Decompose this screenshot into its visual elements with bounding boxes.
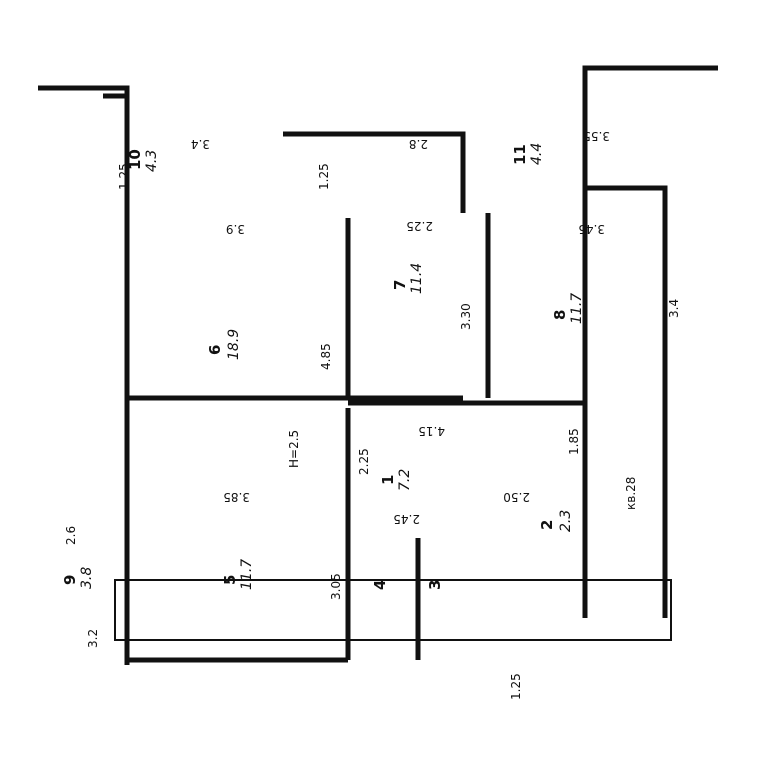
room-1-dim-2: 2.25 (357, 448, 371, 475)
room-7-number: 7 (391, 280, 409, 290)
room-5-area: 11.7 (239, 559, 255, 590)
room-7-dim-3: 2.25 (406, 219, 433, 233)
room-2-area: 2.3 (558, 510, 574, 532)
room-6-area: 18.9 (226, 329, 242, 360)
room-5-dim-2: 3.05 (329, 573, 343, 600)
apartment-number: кв.28 (624, 477, 638, 510)
room-6-dim-1: 3.9 (226, 222, 245, 236)
room-9-dim-2: 3.2 (86, 629, 100, 648)
room-5-number: 5 (221, 575, 239, 585)
room-10-dim-2: 1.25 (117, 163, 131, 190)
room-11-dim: 3.55 (583, 129, 610, 143)
outer-wall-left (38, 85, 130, 468)
room-2-dim: 2.50 (503, 490, 530, 504)
room-7-dim-2: 1.25 (317, 163, 331, 190)
room-11-number: 11 (511, 144, 529, 165)
room-7-dim-1: 2.8 (409, 137, 428, 151)
room-1-area: 7.2 (397, 469, 413, 491)
walls (38, 65, 718, 665)
room-6-dim-2: 4.85 (319, 343, 333, 370)
room-4-dim: 2.45 (393, 512, 420, 526)
room-4-number: 4 (371, 580, 389, 590)
ceiling-height: H=2.5 (287, 430, 301, 468)
room-2-number: 2 (538, 520, 556, 530)
room-1-number: 1 (379, 475, 397, 485)
room-3-number: 3 (426, 580, 444, 590)
room-8-dim-1: 3.45 (578, 222, 605, 236)
room-11-area: 4.4 (529, 143, 545, 165)
room-1-dim-1: 4.15 (418, 424, 445, 438)
room-10-area: 4.3 (144, 150, 160, 172)
outer-wall-lower-right (582, 65, 718, 408)
room-8-dim-2: 3.4 (667, 299, 681, 318)
outer-wall-right (582, 185, 668, 618)
room-6-number: 6 (206, 345, 224, 355)
room-7-dim-4: 3.30 (459, 303, 473, 330)
room-10-number: 10 (126, 149, 144, 170)
room-labels: 10 4.3 3.4 1.25 11 4.4 3.55 3.9 4.85 6 1… (61, 129, 681, 700)
room-9-number: 9 (61, 575, 79, 585)
room-8-area: 11.7 (569, 293, 585, 324)
balcony-outline (114, 579, 672, 641)
room-8-number: 8 (551, 310, 569, 320)
room-5-dim-1: 3.85 (223, 490, 250, 504)
room-1-dim-3: 1.85 (567, 428, 581, 455)
bottom-dimension: 1.25 (509, 673, 523, 700)
room-9-area: 3.8 (79, 567, 95, 589)
room-10-dim-1: 3.4 (191, 137, 210, 151)
wall-mid-top (283, 131, 466, 213)
room-9-dim-1: 2.6 (64, 526, 78, 545)
room-7-area: 11.4 (409, 263, 425, 294)
